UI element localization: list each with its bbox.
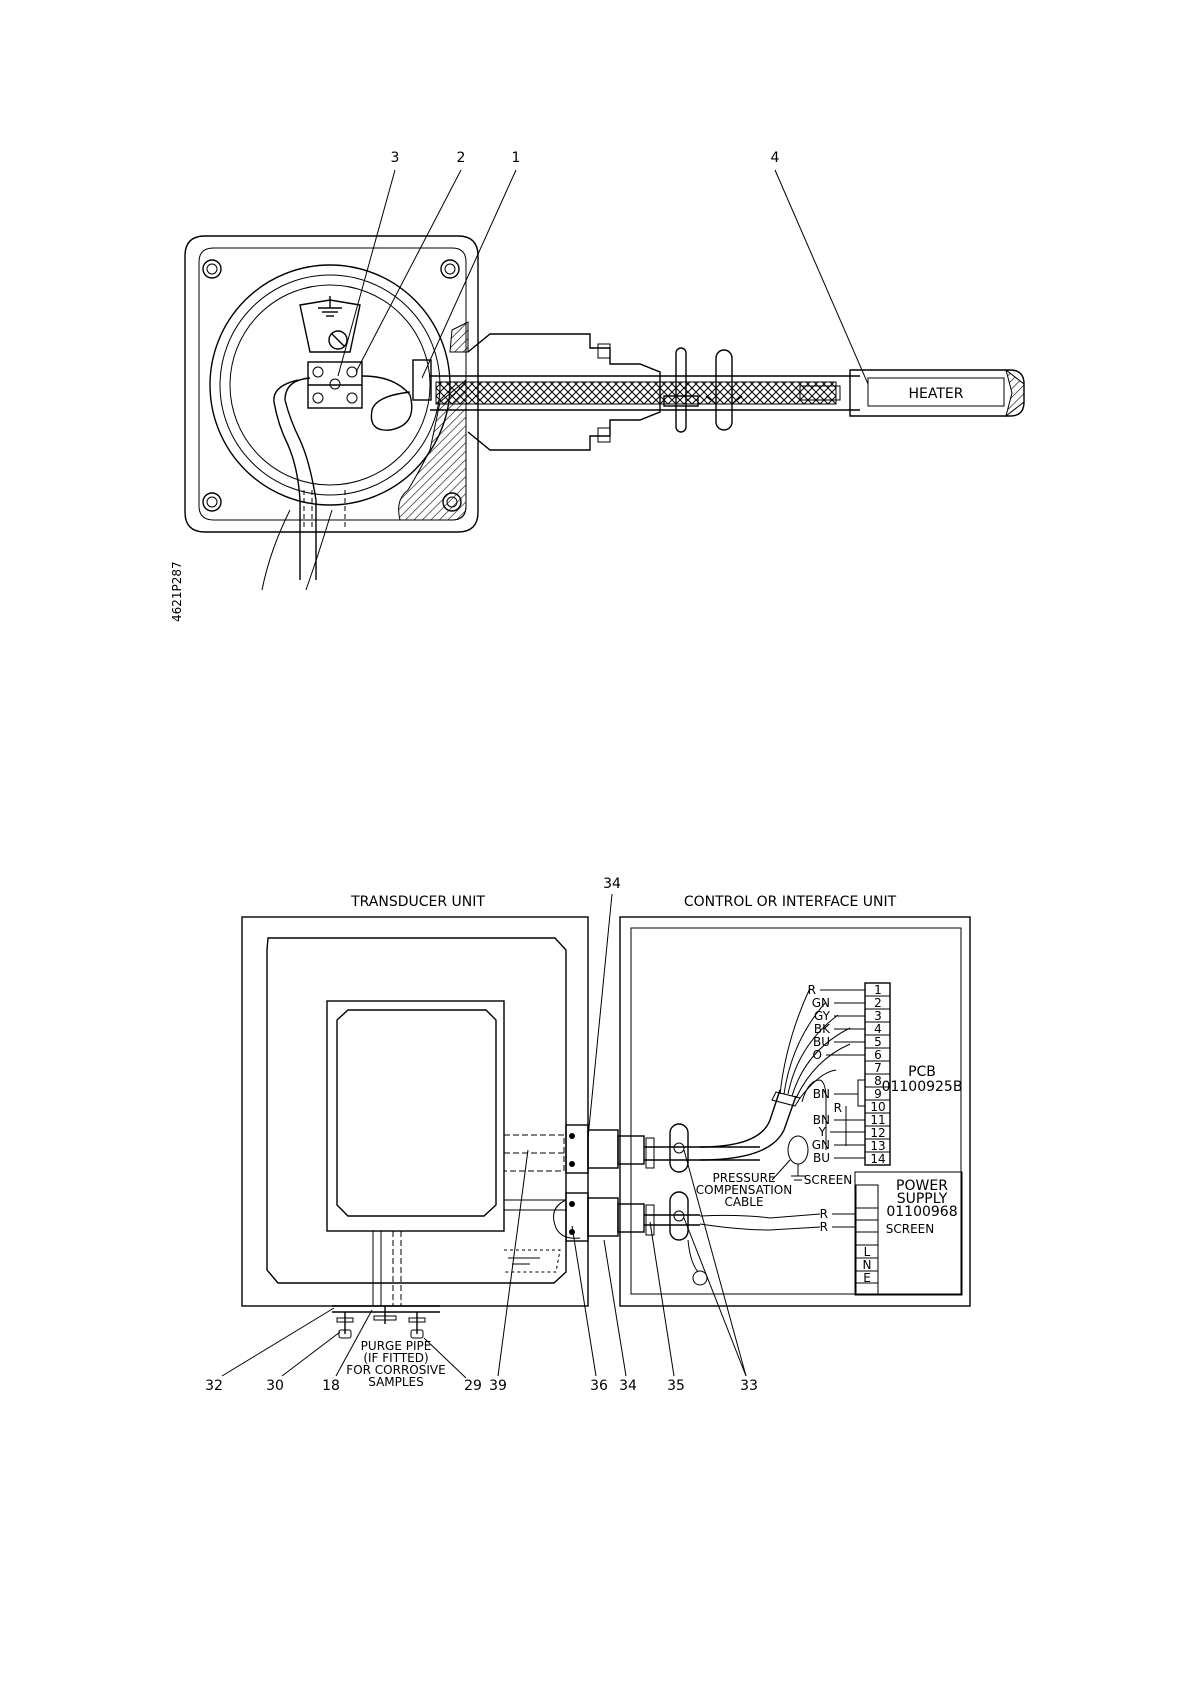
mounting-hole [203,260,221,278]
wiring-schematic-figure: TRANSDUCER UNIT CONTROL OR INTERFACE UNI… [205,876,970,1394]
callout-2: 2 [356,150,465,372]
svg-text:33: 33 [740,1378,758,1394]
svg-text:R: R [820,1220,828,1234]
svg-text:7: 7 [874,1061,882,1075]
svg-text:BK: BK [814,1022,831,1036]
earth-screw [329,331,347,349]
conduit-connector-lower [670,1192,688,1240]
conduit-connector-upper [670,1124,688,1172]
transducer-unit-title: TRANSDUCER UNIT [350,894,485,910]
svg-text:GY: GY [814,1009,831,1023]
svg-text:R: R [820,1207,828,1221]
svg-text:18: 18 [322,1378,340,1394]
svg-text:1: 1 [874,983,882,997]
svg-text:13: 13 [870,1139,885,1153]
svg-text:E: E [863,1271,871,1285]
svg-text:R: R [834,1101,842,1115]
callout-39: 39 [489,1150,528,1394]
wire-colour-labels: R GN GY BK BU O BN BN R Y GN BU [808,983,865,1165]
svg-text:2: 2 [457,150,466,166]
svg-text:N: N [863,1258,872,1272]
callout-3: 3 [338,150,399,376]
svg-text:L: L [864,1245,871,1259]
svg-text:GN: GN [812,1138,830,1152]
mounting-hole [441,260,459,278]
svg-text:O: O [813,1048,822,1062]
svg-text:5: 5 [874,1035,882,1049]
svg-text:35: 35 [667,1378,685,1394]
heater-assembly-figure: HEATER 3 2 1 4 4621P287 [170,150,1024,622]
svg-text:4: 4 [771,150,780,166]
control-unit-title: CONTROL OR INTERFACE UNIT [684,894,897,910]
svg-text:SAMPLES: SAMPLES [368,1375,424,1389]
svg-text:01100968: 01100968 [886,1204,957,1220]
svg-text:BN: BN [813,1087,830,1101]
svg-text:36: 36 [590,1378,608,1394]
svg-text:SCREEN: SCREEN [886,1222,934,1236]
svg-text:6: 6 [874,1048,882,1062]
svg-text:11: 11 [870,1113,885,1127]
screen-label: SCREEN [804,1173,852,1187]
purge-fitting-right [409,1312,425,1338]
cable-gland-upper [566,1125,644,1173]
callout-34-top: 34 [603,876,621,892]
svg-text:3: 3 [874,1009,882,1023]
callout-4: 4 [771,150,868,384]
purge-fitting-mid [374,1306,396,1324]
svg-text:4: 4 [874,1022,882,1036]
earth-symbol [318,296,342,316]
transducer-enclosure [242,917,588,1306]
pcb-terminal-strip: 1 2 3 4 5 6 7 8 9 10 11 12 13 14 [865,983,890,1166]
svg-text:30: 30 [266,1378,284,1394]
svg-text:2: 2 [874,996,882,1010]
callout-1: 1 [422,150,520,378]
svg-text:29: 29 [464,1378,482,1394]
svg-text:BU: BU [813,1035,830,1049]
svg-text:1: 1 [512,150,521,166]
svg-text:R: R [808,983,816,997]
svg-text:GN: GN [812,996,830,1010]
svg-text:CABLE: CABLE [724,1195,763,1209]
pcb-part-number: 01100925B [882,1079,963,1095]
transducer-module [327,1001,504,1231]
pcb-label: PCB [908,1064,936,1080]
callout-36: 36 [572,1226,608,1394]
svg-text:10: 10 [870,1100,885,1114]
svg-text:32: 32 [205,1378,223,1394]
purge-pipe-note: PURGE PIPE (IF FITTED) FOR CORROSIVE SAM… [346,1339,445,1389]
drawing-reference: 4621P287 [170,561,184,622]
heater-label: HEATER [909,386,964,402]
callout-35: 35 [650,1222,685,1394]
svg-text:3: 3 [391,150,400,166]
purge-fitting-left [337,1312,353,1338]
cable-gland-lower [566,1193,644,1241]
svg-text:39: 39 [489,1378,507,1394]
mounting-hole [203,493,221,511]
control-enclosure [620,917,970,1306]
svg-text:14: 14 [870,1152,885,1166]
svg-text:Y: Y [818,1125,827,1139]
svg-text:BU: BU [813,1151,830,1165]
heater-coil [436,382,836,404]
svg-text:12: 12 [870,1126,885,1140]
svg-text:34: 34 [619,1378,637,1394]
